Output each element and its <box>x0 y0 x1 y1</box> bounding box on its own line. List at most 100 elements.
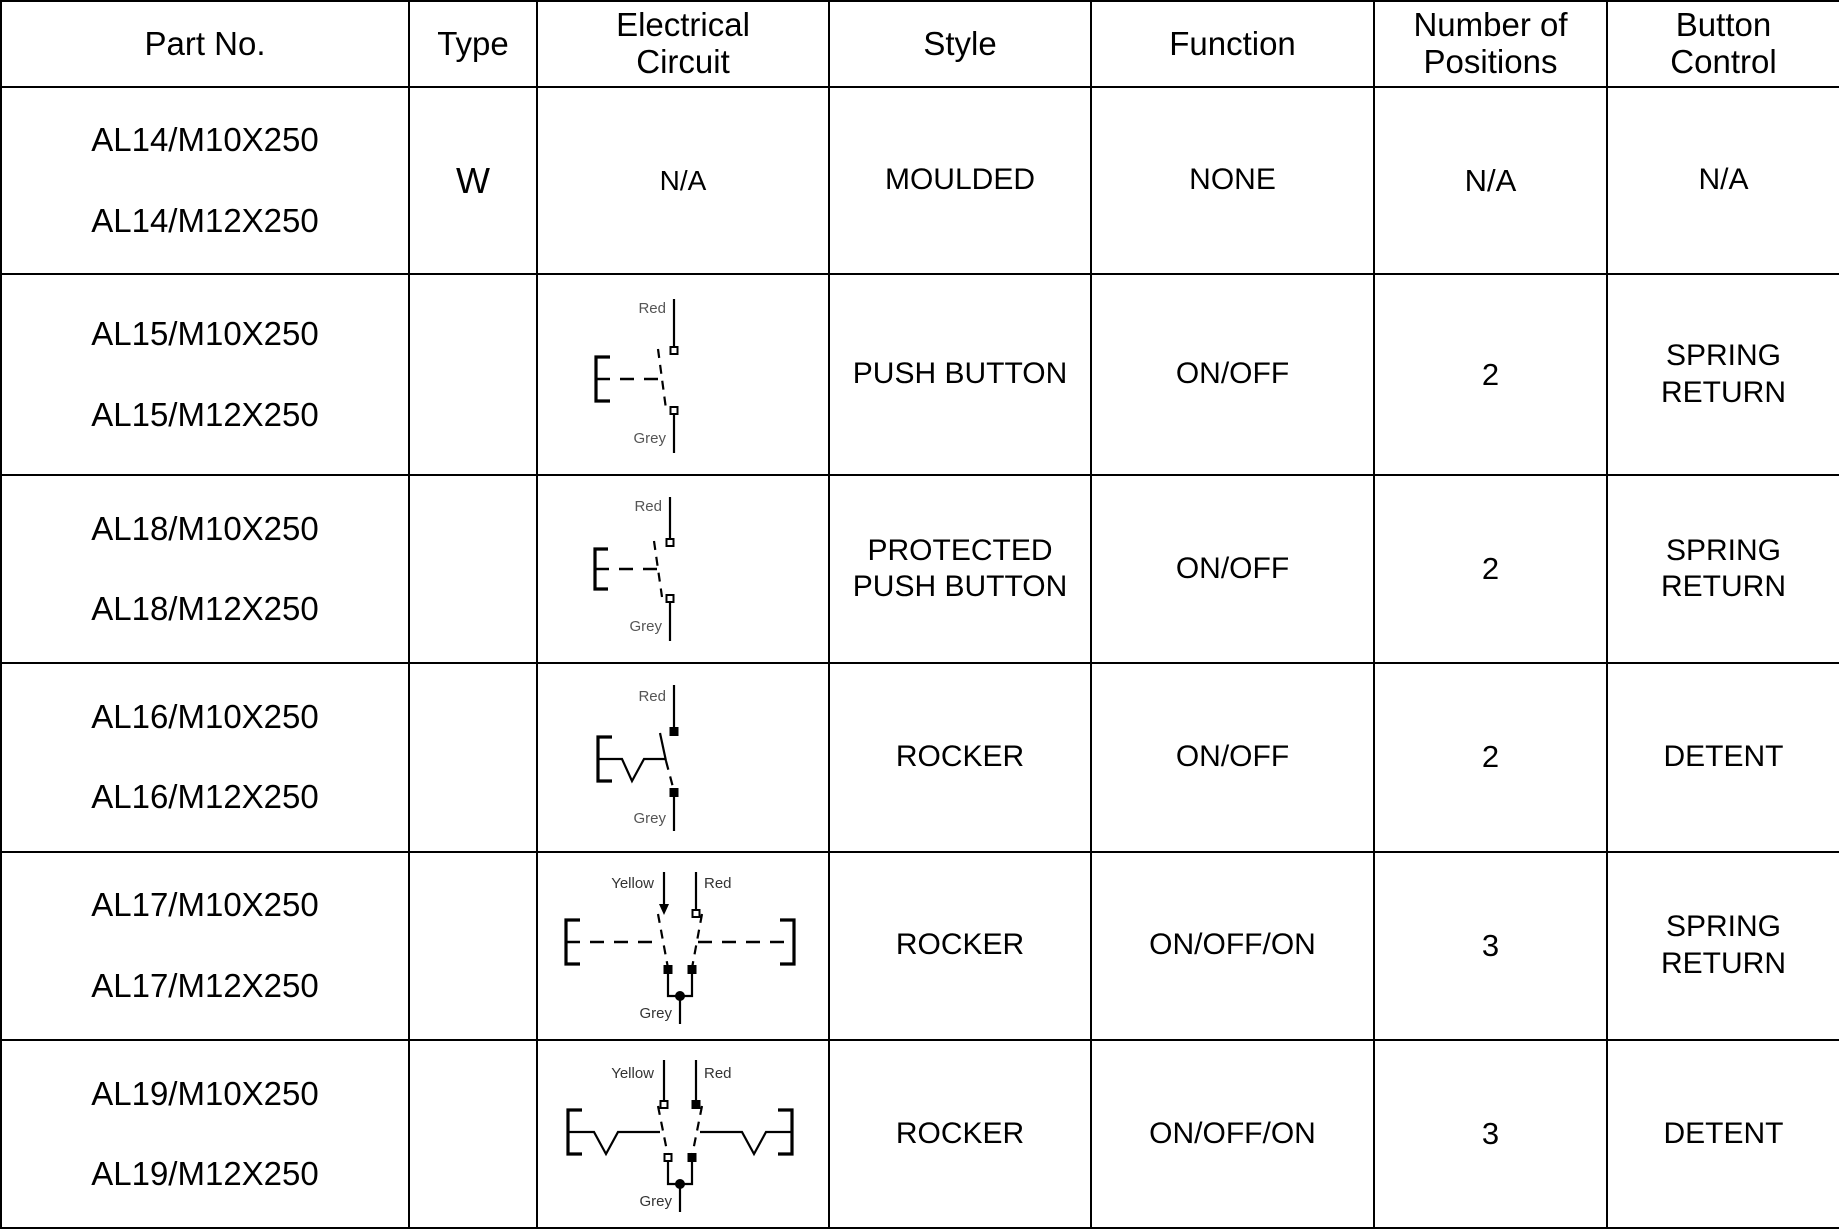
cell-electrical-circuit: Yellow Red <box>536 850 830 1041</box>
header-label-electrical-circuit-line1: Electrical <box>616 6 750 44</box>
style-line-1: PROTECTED <box>867 533 1053 567</box>
cell-electrical-circuit: N/A <box>536 85 830 276</box>
button-control-line-2: RETURN <box>1661 570 1786 604</box>
cell-function: NONE <box>1090 85 1375 276</box>
button-control-line-1: SPRING <box>1665 910 1782 944</box>
button-control-line-1: SPRING <box>1665 338 1782 372</box>
cell-number-of-positions: 2 <box>1373 273 1608 477</box>
cell-type <box>408 1038 538 1229</box>
wire-label-red: Red <box>634 498 662 515</box>
button-control-line-2: RETURN <box>1661 375 1786 409</box>
part-number: AL15/M12X250 <box>91 395 319 433</box>
cell-part-numbers: AL19/M10X250 AL19/M12X250 <box>0 1038 410 1229</box>
cell-part-numbers: AL14/M10X250 AL14/M12X250 <box>0 85 410 276</box>
column-header-style: Style <box>828 0 1092 88</box>
wire-label-grey: Grey <box>639 1193 672 1210</box>
cell-number-of-positions: 2 <box>1373 474 1608 665</box>
wire-label-grey: Grey <box>633 430 666 447</box>
table-header: Part No. Type Electrical Circuit Style F… <box>0 0 1839 88</box>
cell-number-of-positions: 2 <box>1373 662 1608 853</box>
rocker-3-position-detent-circuit-diagram: Yellow Red <box>538 1056 828 1212</box>
cell-function: ON/OFF/ON <box>1090 850 1375 1041</box>
cell-number-of-positions: 3 <box>1373 850 1608 1041</box>
column-header-number-of-positions: Number of Positions <box>1373 0 1608 88</box>
part-number: AL18/M12X250 <box>91 590 319 628</box>
table-row: AL14/M10X250 AL14/M12X250 W N/A MOULDED … <box>0 85 1839 276</box>
style-line-1: ROCKER <box>895 928 1025 962</box>
column-header-part-no: Part No. <box>0 0 410 88</box>
table-row: AL17/M10X250 AL17/M12X250 Yellow Red <box>0 850 1839 1041</box>
button-control-line-1: DETENT <box>1663 740 1784 774</box>
cell-type <box>408 850 538 1041</box>
cell-electrical-circuit: Red Grey <box>536 662 830 853</box>
cell-type <box>408 474 538 665</box>
style-line-1: ROCKER <box>895 1116 1025 1150</box>
column-header-button-control: Button Control <box>1606 0 1839 88</box>
style-line-1: PUSH BUTTON <box>852 357 1068 391</box>
cell-style: ROCKER <box>828 850 1092 1041</box>
table-row: AL15/M10X250 AL15/M12X250 Red <box>0 273 1839 477</box>
cell-part-numbers: AL17/M10X250 AL17/M12X250 <box>0 850 410 1041</box>
part-number: AL14/M10X250 <box>91 121 319 159</box>
cell-type <box>408 662 538 853</box>
cell-button-control: DETENT <box>1606 662 1839 853</box>
table-row: AL19/M10X250 AL19/M12X250 Yellow Red <box>0 1038 1839 1229</box>
cell-style: PUSH BUTTON <box>828 273 1092 477</box>
header-label-positions-line2: Positions <box>1423 43 1558 80</box>
header-label-style: Style <box>923 24 997 62</box>
wire-label-grey: Grey <box>629 618 662 635</box>
part-number: AL15/M10X250 <box>91 315 319 353</box>
button-control-line-1: DETENT <box>1663 1116 1784 1150</box>
column-header-type: Type <box>408 0 538 88</box>
cell-part-numbers: AL18/M10X250 AL18/M12X250 <box>0 474 410 665</box>
part-number: AL14/M12X250 <box>91 201 319 239</box>
cell-number-of-positions: 3 <box>1373 1038 1608 1229</box>
style-line-1: ROCKER <box>895 740 1025 774</box>
push-button-circuit-diagram: Red Grey <box>538 291 828 459</box>
part-number: AL18/M10X250 <box>91 509 319 547</box>
wire-label-yellow: Yellow <box>611 1065 654 1082</box>
header-label-button-control-line2: Control <box>1670 43 1777 80</box>
header-label-positions-line1: Number of <box>1413 6 1568 44</box>
cell-electrical-circuit: Red Grey <box>536 273 830 477</box>
table-body: AL14/M10X250 AL14/M12X250 W N/A MOULDED … <box>0 85 1839 1229</box>
cell-function: ON/OFF <box>1090 273 1375 477</box>
style-line-1: MOULDED <box>884 163 1035 197</box>
cell-type <box>408 273 538 477</box>
rocker-2-position-circuit-diagram: Red Grey <box>538 679 828 835</box>
cell-button-control: N/A <box>1606 85 1839 276</box>
wire-label-red: Red <box>638 688 666 705</box>
header-label-part-no: Part No. <box>144 24 266 62</box>
part-number: AL17/M10X250 <box>91 886 319 924</box>
wire-label-red: Red <box>638 300 666 317</box>
table-row: AL16/M10X250 AL16/M12X250 Red <box>0 662 1839 853</box>
wire-label-red: Red <box>704 1065 732 1082</box>
wire-label-red: Red <box>704 875 732 892</box>
cell-button-control: SPRING RETURN <box>1606 273 1839 477</box>
cell-part-numbers: AL15/M10X250 AL15/M12X250 <box>0 273 410 477</box>
cell-electrical-circuit: Yellow Red <box>536 1038 830 1229</box>
part-number: AL16/M10X250 <box>91 698 319 736</box>
style-line-2: PUSH BUTTON <box>852 570 1068 604</box>
cell-type: W <box>408 85 538 276</box>
wire-label-yellow: Yellow <box>611 875 654 892</box>
protected-push-button-circuit-diagram: Red Grey <box>538 491 828 647</box>
cell-button-control: SPRING RETURN <box>1606 850 1839 1041</box>
cell-button-control: SPRING RETURN <box>1606 474 1839 665</box>
header-label-type: Type <box>437 24 509 62</box>
cell-number-of-positions: N/A <box>1373 85 1608 276</box>
wire-label-grey: Grey <box>639 1005 672 1022</box>
header-label-function: Function <box>1169 24 1296 62</box>
column-header-electrical-circuit: Electrical Circuit <box>536 0 830 88</box>
cell-electrical-circuit: Red Grey <box>536 474 830 665</box>
rocker-3-position-spring-circuit-diagram: Yellow Red <box>538 868 828 1024</box>
cell-button-control: DETENT <box>1606 1038 1839 1229</box>
part-number: AL19/M12X250 <box>91 1154 319 1192</box>
header-label-button-control-line1: Button <box>1675 6 1772 44</box>
cell-style: MOULDED <box>828 85 1092 276</box>
button-control-line-1: N/A <box>1698 163 1749 197</box>
wire-label-grey: Grey <box>633 810 666 827</box>
table-row: AL18/M10X250 AL18/M12X250 Red <box>0 474 1839 665</box>
cell-style: ROCKER <box>828 662 1092 853</box>
